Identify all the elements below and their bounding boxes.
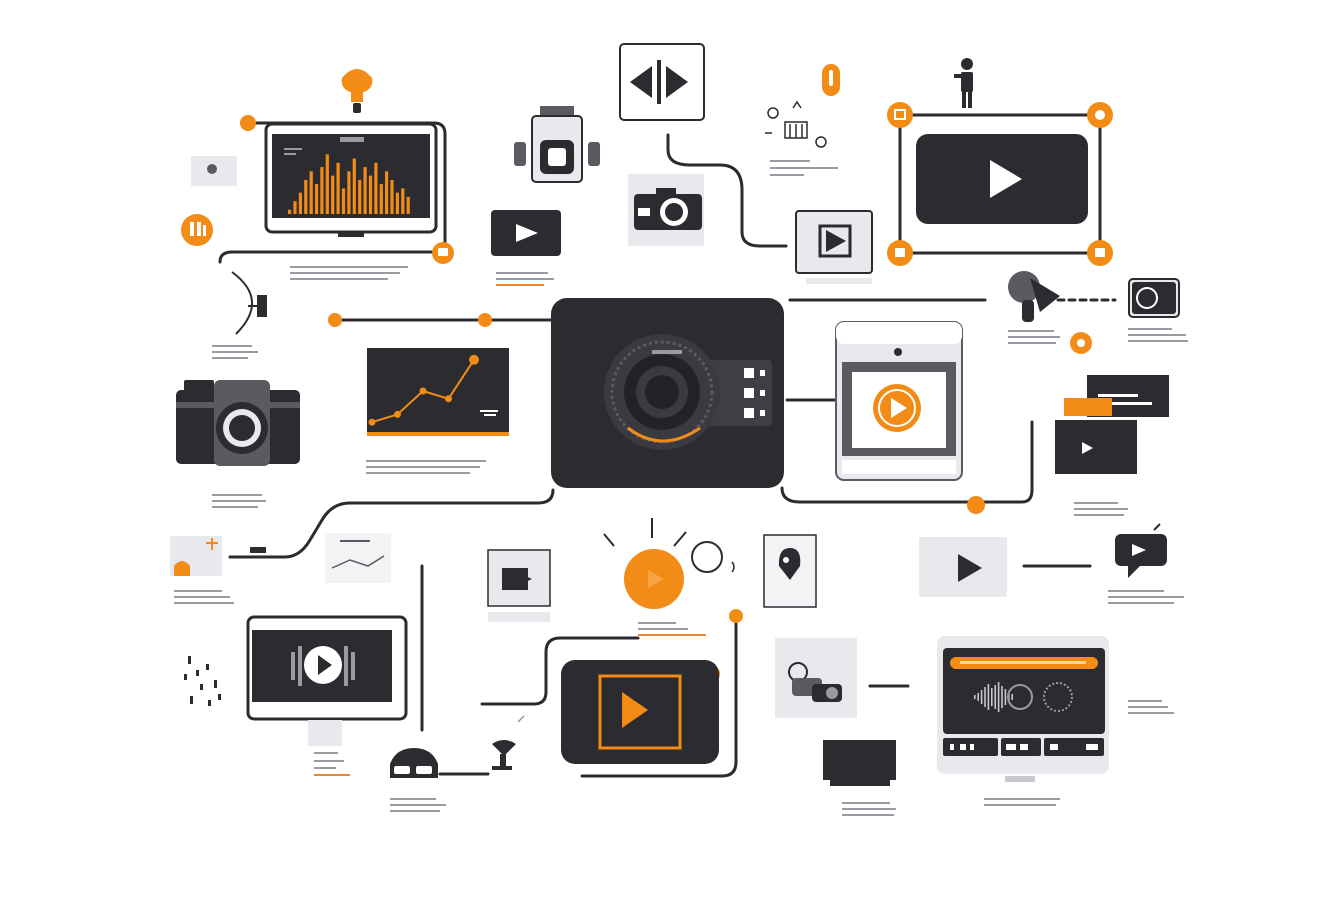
chart-bar (298, 192, 302, 214)
wave-bar (997, 682, 1000, 712)
mini-player-card-icon (487, 549, 551, 622)
node-glyphs (190, 109, 1105, 347)
chart-bar (352, 158, 356, 214)
chart-point (445, 395, 452, 403)
chart-bar (341, 188, 346, 214)
connector-node (967, 496, 985, 514)
lightbulb-icon (341, 69, 373, 113)
sun-play-icon (603, 518, 735, 609)
dark-play-card-icon (491, 210, 561, 256)
image-tile-icon (191, 156, 237, 186)
placeholder-text-blocks (174, 160, 1188, 816)
chart-bar (368, 175, 373, 214)
large-video-frame-icon (916, 134, 1088, 224)
chart-bar (406, 196, 410, 214)
chart-bar (331, 175, 335, 214)
building-icon (765, 100, 827, 148)
projector-icon (514, 106, 600, 183)
wave-bar (980, 690, 983, 704)
chart-point (368, 418, 376, 426)
chart-bar (390, 179, 394, 214)
webcam-desk-icon (775, 638, 857, 718)
pin-icon (822, 64, 840, 96)
chart-point (419, 387, 427, 395)
line-chart-card-icon (367, 348, 509, 436)
chart-bar (304, 179, 308, 214)
connector-line (246, 121, 447, 254)
chart-bar (320, 167, 324, 214)
bar-chart-bars (288, 154, 410, 214)
connector-line (218, 250, 442, 264)
pin-card-icon (763, 534, 817, 608)
antenna-icon (231, 271, 267, 335)
connector-line (480, 636, 640, 706)
chart-bar (288, 209, 292, 214)
scatter-marks-icon (184, 656, 221, 706)
line-chart-plot (368, 354, 479, 426)
wave-bar (1011, 694, 1013, 700)
vr-headset-icon (390, 748, 438, 778)
play-tile-icon (919, 537, 1007, 597)
connector-line (666, 133, 788, 248)
video-monitor-icon (246, 615, 408, 746)
wave-bar (987, 684, 990, 710)
camera-icon (628, 174, 704, 246)
chart-bar (293, 201, 297, 214)
chart-bar (309, 171, 313, 214)
connector-line (780, 420, 1034, 504)
hub-camera-icon (551, 298, 784, 488)
chart-bar (401, 188, 405, 214)
connector-node (328, 313, 342, 327)
dslr-camera-icon (176, 380, 300, 466)
connector-node (478, 313, 492, 327)
funnel-icon (492, 715, 525, 770)
stacked-cards-icon (1055, 375, 1169, 474)
microphone-icon (1008, 271, 1060, 322)
connector-line (228, 488, 555, 559)
connector-node (240, 115, 256, 131)
waveform-monitor-icon (937, 636, 1109, 782)
mini-orange-tile-icon (170, 536, 266, 576)
chart-bar (358, 179, 362, 214)
chart-bar (325, 154, 329, 214)
chart-bar (315, 184, 319, 214)
chart-bar (379, 184, 383, 214)
tablet-player-icon (835, 321, 963, 481)
wave-bar (984, 687, 986, 707)
chart-bar (336, 162, 340, 214)
chart-bar (374, 162, 378, 214)
sketch-chart-icon (325, 533, 391, 583)
chart-bar (395, 192, 399, 214)
wave-bar (974, 695, 976, 699)
player-play-icon (795, 210, 873, 284)
connector-line (580, 616, 738, 778)
wave-bar (994, 685, 996, 709)
chart-bar (385, 171, 389, 214)
person-icon (954, 58, 973, 108)
webcam-icon (1128, 278, 1180, 318)
rewind-forward-icon (619, 43, 705, 121)
chart-bar (347, 171, 351, 214)
connector-node (887, 102, 913, 128)
wave-bar (977, 693, 979, 701)
connector-node (729, 609, 743, 623)
connector-lines (218, 113, 1117, 778)
wave-bar (1004, 689, 1007, 705)
monitor-bar-chart-icon (264, 122, 438, 237)
chart-point (469, 354, 479, 365)
speech-bubble-icon (1115, 523, 1167, 578)
desktop-monitor-icon (823, 740, 896, 786)
central-player-icon (561, 660, 719, 764)
wave-bar (991, 688, 993, 706)
wave-bar (1001, 686, 1003, 708)
chart-point (394, 410, 401, 418)
chart-bar (363, 167, 367, 214)
